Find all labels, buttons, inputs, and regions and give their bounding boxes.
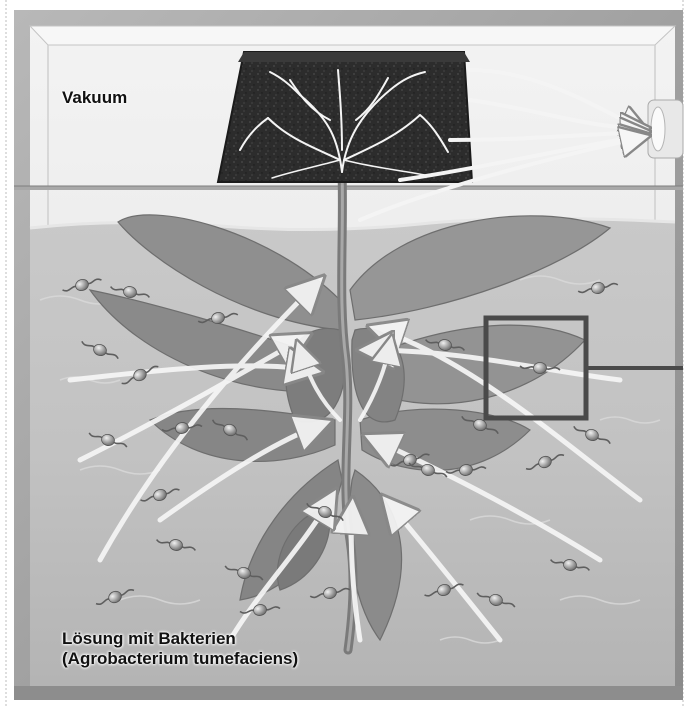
solution-label-line1: Lösung mit Bakterien [62, 629, 298, 649]
solution-label: Lösung mit Bakterien (Agrobacterium tume… [62, 629, 298, 670]
vacuum-port [648, 100, 683, 158]
inverted-pot [218, 52, 472, 182]
solution-label-line2: (Agrobacterium tumefaciens) [62, 649, 298, 669]
vacuum-label: Vakuum [62, 88, 127, 108]
